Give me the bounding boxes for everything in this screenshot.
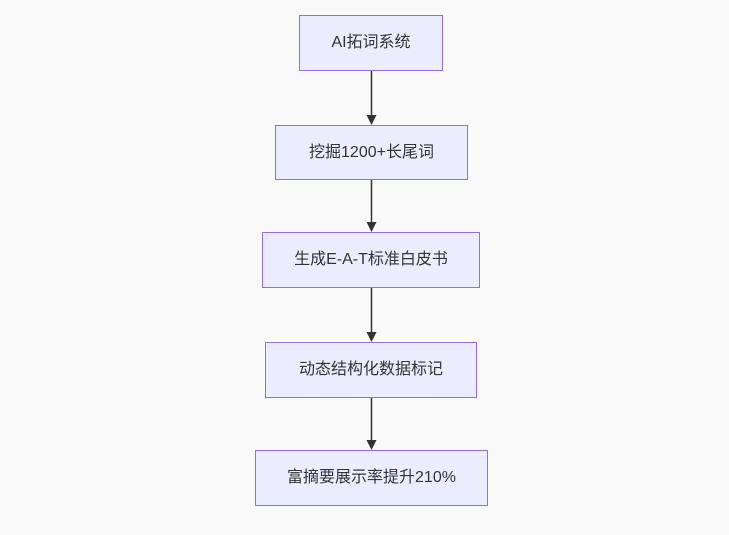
flow-node-generate-eat-whitepaper: 生成E-A-T标准白皮书 [262,232,480,288]
flow-node-label: AI拓词系统 [331,34,411,51]
flow-node-mine-longtail-keywords: 挖掘1200+长尾词 [275,125,468,180]
flow-node-ai-word-expansion-system: AI拓词系统 [299,15,443,71]
edge-arrow-n1-n2 [366,71,377,125]
flow-node-dynamic-structured-data-markup: 动态结构化数据标记 [265,342,477,398]
edge-arrow-n4-n5 [366,398,377,450]
flow-node-label: 挖掘1200+长尾词 [309,143,434,161]
flow-node-label: 富摘要展示率提升210% [287,469,456,486]
flow-node-rich-snippet-rate-increase: 富摘要展示率提升210% [255,450,488,506]
edge-arrow-n2-n3 [366,180,377,232]
flow-node-label: 生成E-A-T标准白皮书 [294,251,448,268]
edge-arrow-n3-n4 [366,288,377,342]
flow-node-label: 动态结构化数据标记 [298,361,443,378]
